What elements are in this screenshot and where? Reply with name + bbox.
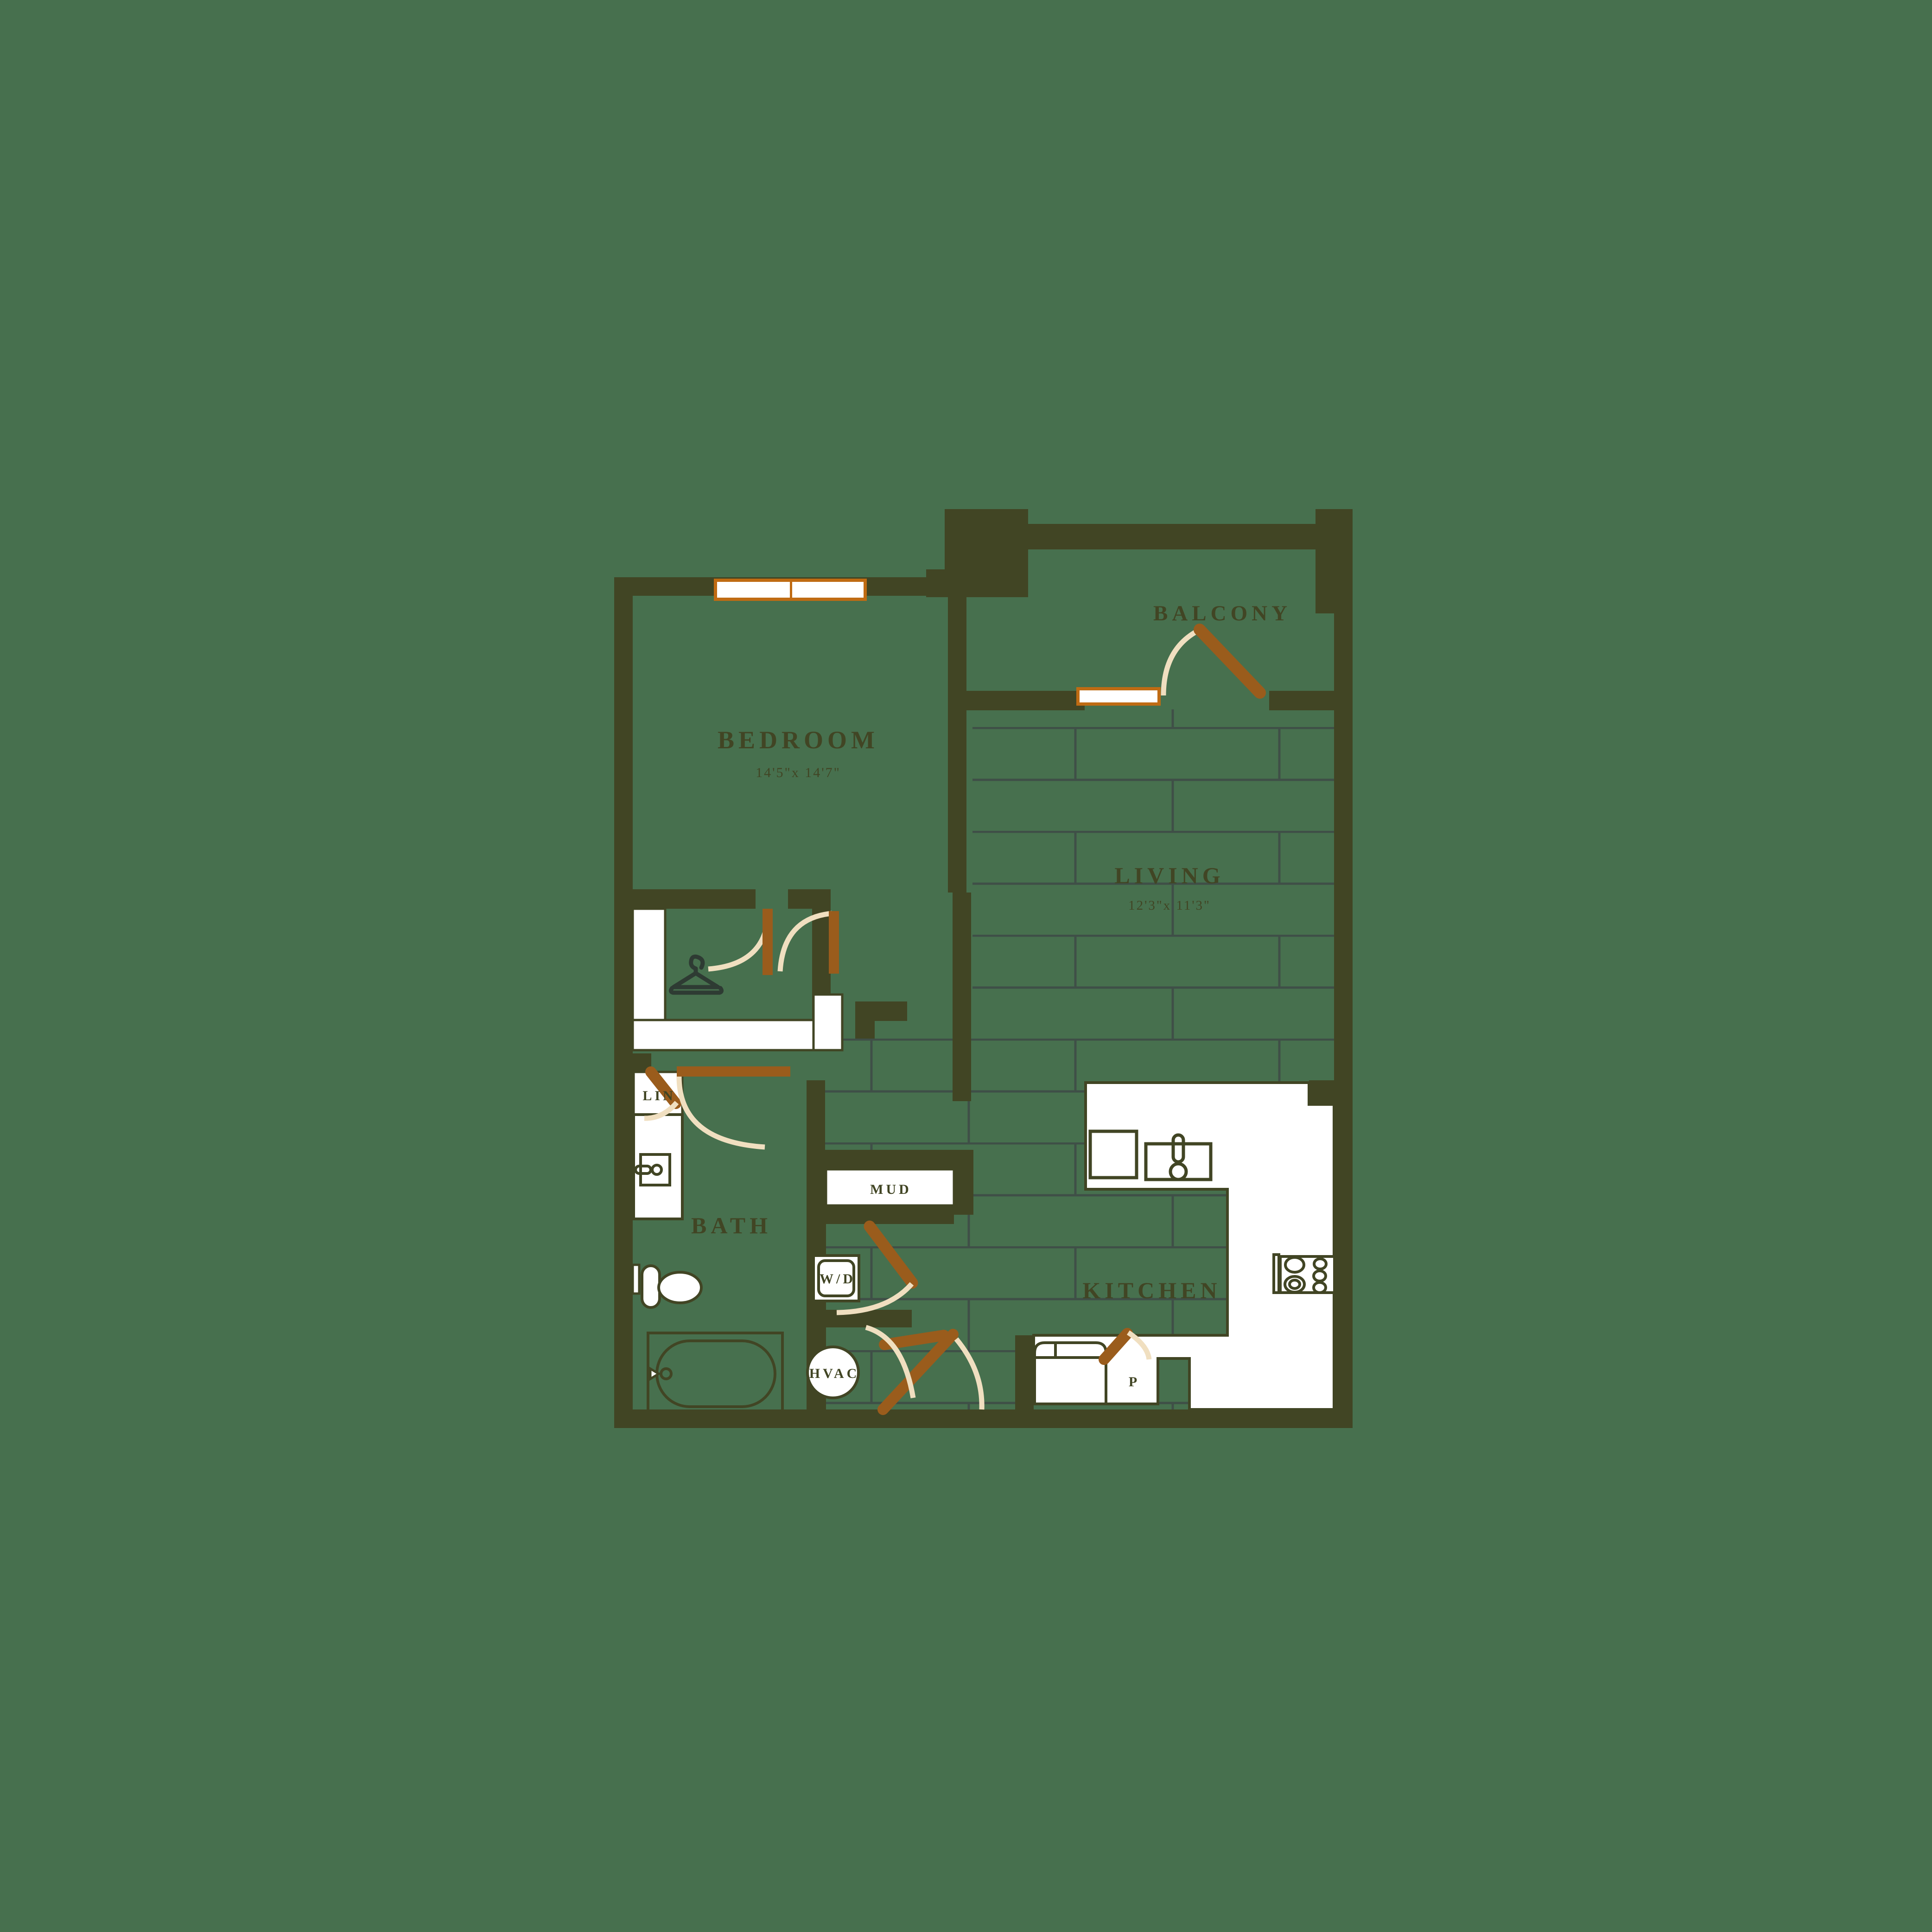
wall-mud-bottom: [826, 1205, 954, 1224]
wall-bedroom-door-jamb: [855, 1001, 875, 1039]
kitchen-sink-drain: [1169, 1162, 1188, 1181]
cooktop-burner-4-inner: [1288, 1279, 1301, 1290]
bathtub-faucet: [649, 1366, 661, 1381]
windows: [714, 579, 1161, 706]
entry-door-leaf-a: [879, 1330, 949, 1350]
entry-door-leaf-b: [877, 1329, 959, 1415]
pantry-door-leaf: [1099, 1328, 1133, 1365]
toilet-wall-plate: [631, 1263, 641, 1295]
label-kitchen-name: KITCHEN: [1082, 1277, 1221, 1303]
kitchen-island-counter: [1032, 1081, 1335, 1411]
wall-living-left-lower: [953, 893, 971, 1101]
entry-door-swing-b: [954, 1337, 985, 1410]
wall-living-top-left: [966, 691, 1085, 710]
label-mud: MUD: [870, 1182, 912, 1197]
closet-door-leaf: [763, 909, 773, 975]
wd-door-leaf: [864, 1220, 918, 1289]
bedroom-door-leaf: [829, 911, 839, 974]
wall-mud-top: [807, 1150, 973, 1169]
bathtub-drain: [660, 1367, 673, 1380]
bedroom-window-glass-right: [792, 582, 864, 598]
hvac-circle: [806, 1345, 860, 1399]
closet-hanger-icon: [668, 954, 724, 995]
vanity-faucet-knob: [651, 1164, 663, 1176]
wall-balcony-right: [1334, 524, 1353, 709]
refrigerator-lower: [1033, 1356, 1107, 1405]
wd-door-swing: [836, 1282, 914, 1315]
bathtub-surround: [647, 1332, 784, 1418]
cooktop-burner-5: [1312, 1281, 1327, 1294]
bedroom-interior: [630, 598, 960, 890]
wall-closet-top: [633, 889, 756, 909]
toilet-bowl: [657, 1271, 703, 1304]
wall-left-outer: [614, 577, 633, 1428]
label-balcony-name: BALCONY: [1153, 601, 1291, 625]
cooktop-burner-2: [1313, 1257, 1328, 1270]
bath-door-swing: [676, 1076, 765, 1150]
cooktop-burner-4: [1284, 1275, 1306, 1294]
balcony-door-swing: [1161, 628, 1200, 696]
oven-handle: [1272, 1253, 1280, 1294]
wall-bedroom-right: [948, 577, 966, 893]
wall-hall-ledge: [875, 1001, 907, 1021]
wall-bath-right-upper: [807, 1080, 825, 1108]
mud-closet-box: [825, 1168, 955, 1207]
wall-balcony-ledge: [926, 569, 968, 597]
kitchen-sink-faucet: [1171, 1133, 1185, 1164]
linen-door-leaf: [645, 1066, 681, 1109]
vanity-sink-basin: [639, 1153, 671, 1186]
wall-hvac-bottom: [826, 1409, 912, 1428]
label-washer-dryer: W/D: [820, 1271, 856, 1287]
dishwasher: [1088, 1129, 1138, 1180]
bedroom-closet: [631, 907, 844, 1052]
balcony-window-glass: [1080, 690, 1157, 702]
balcony-interior: [973, 538, 1349, 709]
balcony-door-leaf: [1194, 624, 1266, 699]
room-labels: BEDROOM 14'5"x 14'7" LIVING 12'3"x 11'3"…: [691, 601, 1291, 1303]
bedroom-door-swing: [777, 911, 833, 972]
closet-shelf-bottom: [631, 1019, 815, 1052]
wall-kitchen-notch: [1309, 1080, 1334, 1104]
linen-door-swing: [644, 1101, 679, 1121]
cooktop-burner-1: [1284, 1256, 1305, 1274]
label-bedroom-name: BEDROOM: [718, 726, 879, 754]
wall-kitchen-jamb: [1015, 1335, 1034, 1409]
label-bath-name: BATH: [691, 1212, 772, 1238]
closet-shelf-right: [812, 993, 844, 1052]
label-linen: LIN: [642, 1088, 675, 1103]
label-hvac: HVAC: [809, 1366, 859, 1381]
wall-mud-right: [954, 1150, 973, 1215]
closet-door-swing: [708, 908, 771, 972]
label-pantry: P: [1129, 1374, 1140, 1390]
closet-shelf-left: [631, 907, 667, 1024]
label-bedroom-dim: 14'5"x 14'7": [756, 765, 841, 780]
doors: [644, 624, 1266, 1415]
wall-right-outer: [1334, 691, 1353, 1428]
room-interiors: [630, 538, 1349, 1428]
bedroom-window-glass-left: [717, 582, 790, 598]
kitchen-casework: [1032, 1081, 1336, 1411]
closet-labels: LIN MUD P W/D HVAC: [642, 1088, 1140, 1390]
wall-bottom-outer: [614, 1409, 1353, 1428]
washer-dryer-inner: [817, 1259, 855, 1297]
wall-balcony-top: [1028, 524, 1353, 549]
pantry-door-swing: [1126, 1330, 1152, 1360]
bath-door-leaf: [677, 1066, 790, 1077]
entry-door-swing-a: [865, 1325, 916, 1398]
toilet-tank: [641, 1264, 661, 1309]
label-living-name: LIVING: [1114, 862, 1224, 888]
label-living-dim: 12'3"x 11'3": [1128, 898, 1211, 913]
utility-fixtures: [806, 1254, 860, 1399]
